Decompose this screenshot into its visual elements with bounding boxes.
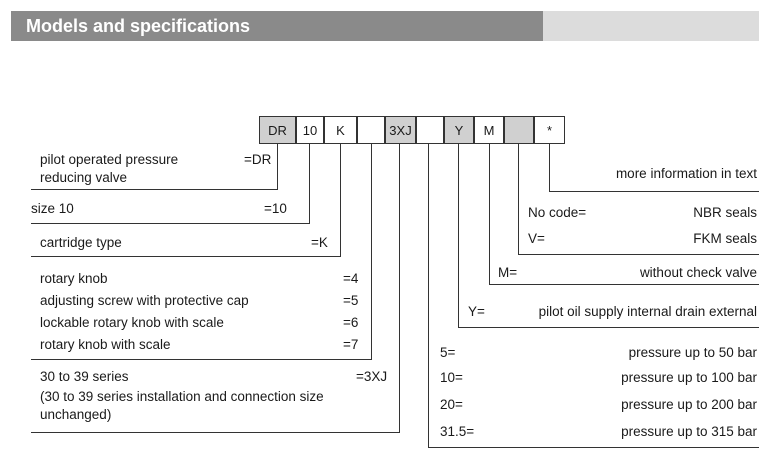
series-label: 30 to 39 series	[40, 369, 129, 384]
more-info-label: more information in text	[615, 166, 757, 181]
code-box-pressure	[416, 116, 444, 144]
leader-series-v	[399, 144, 400, 433]
cartridge-label: cartridge type	[40, 235, 122, 250]
leader-pressure-v	[428, 144, 429, 448]
dr-label-line1: pilot operated pressure	[40, 152, 179, 167]
adj-code-1: =4	[343, 271, 359, 286]
pressure-label-4: pressure up to 315 bar	[621, 424, 757, 439]
m-code: M=	[498, 265, 518, 280]
adj-label-2: adjusting screw with protective cap	[40, 293, 249, 308]
leader-seal-v	[518, 144, 519, 255]
pressure-label-2: pressure up to 100 bar	[621, 370, 757, 385]
leader-more-v	[549, 144, 550, 192]
code-box-size: 10	[296, 116, 324, 144]
seal-code-2: V=	[528, 231, 545, 246]
adj-label-1: rotary knob	[40, 271, 108, 286]
seal-code-1: No code=	[528, 205, 587, 220]
y-code: Y=	[468, 304, 485, 319]
series-code: =3XJ	[356, 369, 388, 384]
dr-code: =DR	[244, 152, 272, 167]
leader-k-v	[340, 144, 341, 257]
leader-adj-v	[371, 144, 372, 360]
cartridge-code: =K	[311, 235, 328, 250]
code-box-dr: DR	[259, 116, 296, 144]
pressure-code-4: 31.5=	[440, 424, 475, 439]
leader-size-v	[309, 144, 310, 224]
leader-seal-h	[518, 254, 759, 255]
code-box-more: *	[534, 116, 565, 144]
adj-label-3: lockable rotary knob with scale	[40, 315, 224, 330]
adj-code-4: =7	[343, 337, 359, 352]
code-box-m: M	[474, 116, 504, 144]
leader-size-h	[31, 223, 310, 224]
series-note-line1: (30 to 39 series installation and connec…	[40, 389, 324, 404]
leader-dr-v	[277, 144, 278, 190]
seal-label-2: FKM seals	[693, 231, 757, 246]
code-box-series: 3XJ	[385, 116, 416, 144]
code-box-y: Y	[444, 116, 474, 144]
code-box-seal	[504, 116, 534, 144]
leader-k-h	[31, 256, 341, 257]
pressure-label-1: pressure up to 50 bar	[628, 345, 757, 360]
size-label: size 10	[31, 201, 74, 216]
series-note-line2: unchanged)	[40, 407, 112, 422]
pressure-code-3: 20=	[440, 397, 463, 412]
leader-m-v	[489, 144, 490, 285]
leader-adj-h	[31, 359, 372, 360]
leader-y-h	[458, 327, 759, 328]
leader-series-h	[31, 432, 400, 433]
pressure-code-2: 10=	[440, 370, 463, 385]
seal-label-1: NBR seals	[693, 205, 757, 220]
leader-more-h	[549, 191, 759, 192]
pressure-label-3: pressure up to 200 bar	[621, 397, 757, 412]
dr-label-line2: reducing valve	[40, 170, 128, 185]
adj-code-2: =5	[343, 293, 359, 308]
pressure-code-1: 5=	[440, 345, 456, 360]
y-label: pilot oil supply internal drain external	[538, 304, 757, 319]
adj-label-4: rotary knob with scale	[40, 337, 171, 352]
header-bar-light	[543, 11, 759, 41]
header-bar	[11, 11, 543, 41]
code-box-k: K	[324, 116, 357, 144]
adj-code-3: =6	[343, 315, 359, 330]
leader-y-v	[458, 144, 459, 328]
code-box-adjustment	[357, 116, 385, 144]
section-title: Models and specifications	[26, 16, 251, 36]
m-label: without check valve	[639, 265, 757, 280]
size-code: =10	[264, 201, 287, 216]
leader-pressure-h	[428, 447, 759, 448]
leader-dr-h	[31, 189, 278, 190]
leader-m-h	[489, 284, 759, 285]
